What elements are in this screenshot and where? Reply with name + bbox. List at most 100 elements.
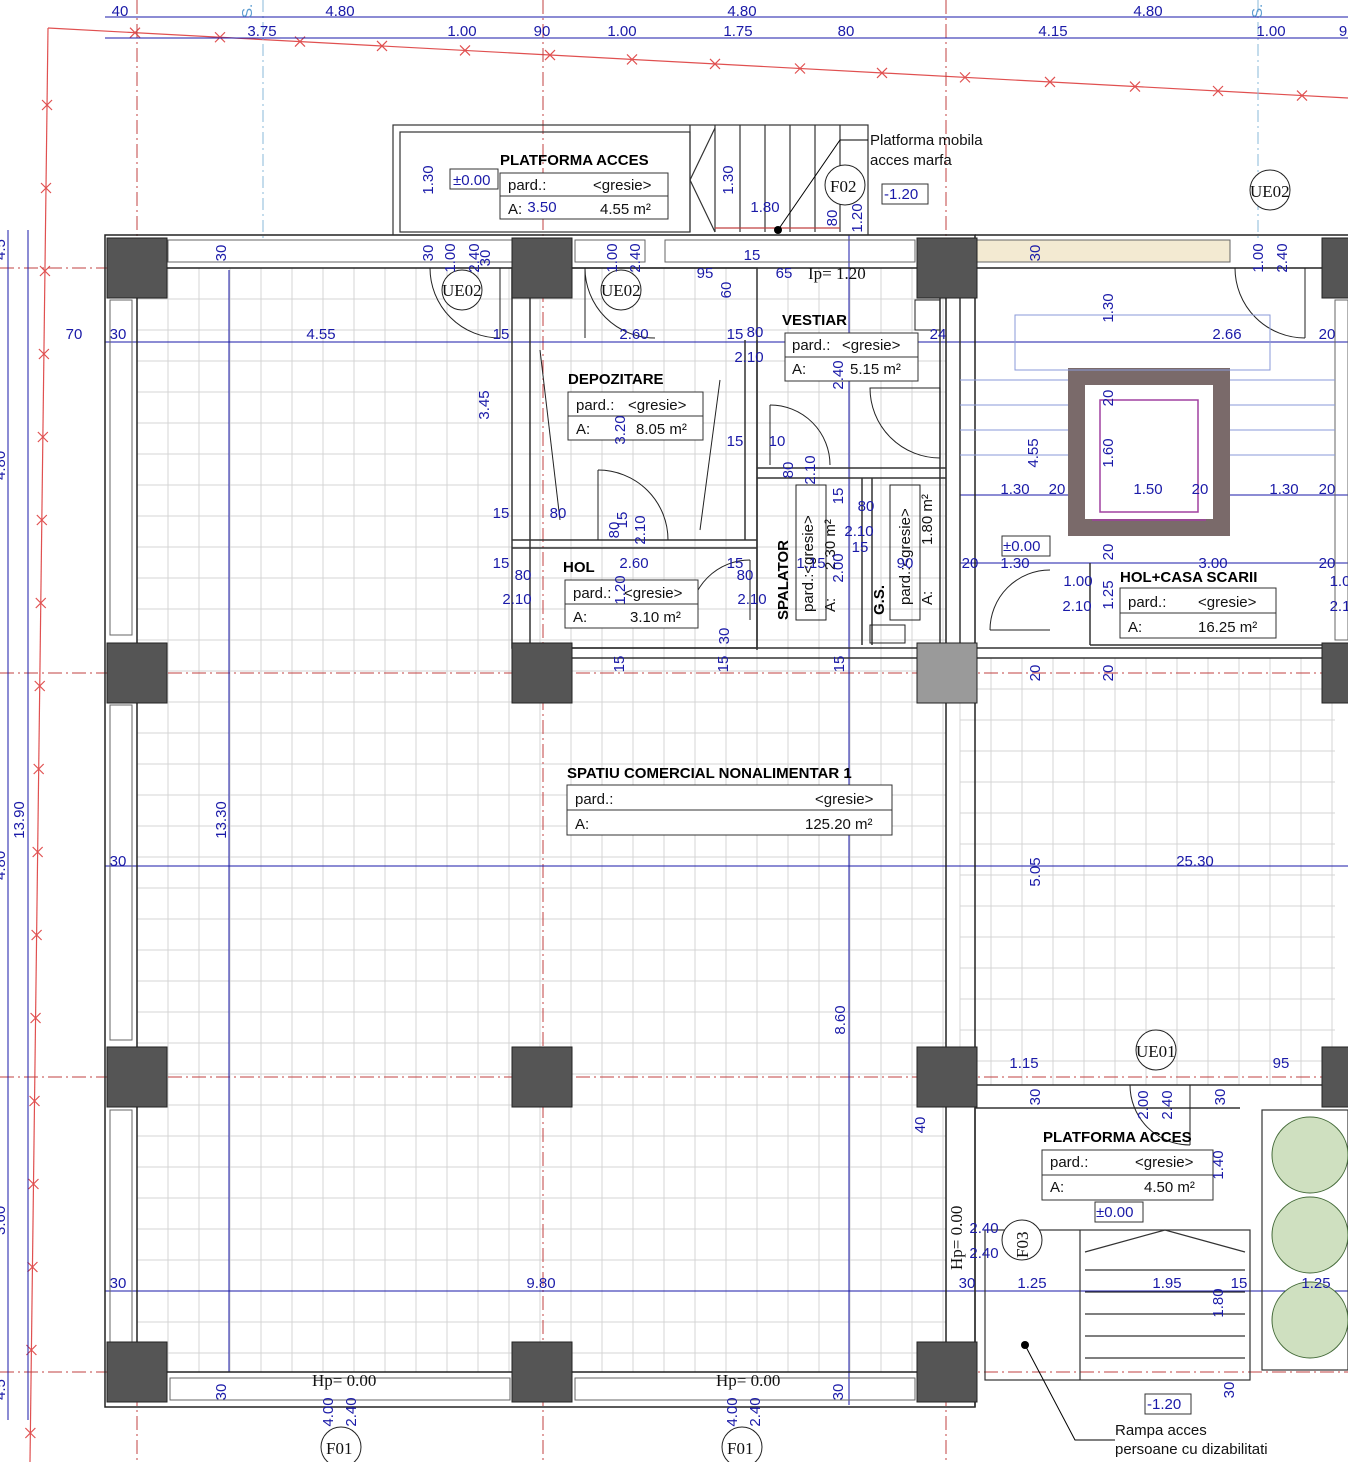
side-dimension: 4.80 <box>0 451 9 480</box>
dimension-label: 70 <box>66 326 83 343</box>
dimension-label: 20 <box>1100 390 1117 407</box>
column <box>106 1341 168 1403</box>
dimension-label: 1.00 <box>1256 23 1285 40</box>
column <box>916 237 978 299</box>
room-title-depozitare: DEPOZITARE <box>568 371 664 388</box>
column <box>106 237 168 299</box>
dimension-label: 9 <box>1339 23 1347 40</box>
dimension-label: 80 <box>838 23 855 40</box>
dimension-label: 2.40 <box>627 243 644 272</box>
dimension-label: 30 <box>1027 245 1044 262</box>
dimension-label: 1.75 <box>723 23 752 40</box>
level-mark: ±0.00 <box>1003 538 1040 555</box>
floor-label: pard.:<gresie> <box>897 508 914 605</box>
dimension-label: 30 <box>213 245 230 262</box>
area-label: A: <box>1050 1179 1064 1196</box>
dimension-label: 90 <box>534 23 551 40</box>
dimension-label: 1.30 <box>1269 481 1298 498</box>
dimension-label: 1.25 <box>1301 1275 1330 1292</box>
dimension-label: 1.80 <box>1210 1288 1227 1317</box>
dimension-label: 2.40 <box>466 243 483 272</box>
dimension-label: 15 <box>830 488 847 505</box>
dimension-label: 8.60 <box>832 1005 849 1034</box>
area-value: 8.05 m² <box>636 421 687 438</box>
dimension-label: 1.30 <box>420 165 437 194</box>
floor-value: <gresie> <box>842 337 901 354</box>
dimension-label: 2.00 <box>830 553 847 582</box>
area-label: A: <box>822 598 839 612</box>
dimension-label: 80 <box>858 498 875 515</box>
dimension-label: 4.00 <box>724 1397 741 1426</box>
tag-ue02: UE02 <box>442 281 482 300</box>
room-title-platforma-acces-bottom: PLATFORMA ACCES <box>1043 1129 1192 1146</box>
dimension-label: 30 <box>110 853 127 870</box>
dimension-label: 80 <box>550 505 567 522</box>
area-value: 16.25 m² <box>1198 619 1257 636</box>
room-title-hol-casa-scarii: HOL+CASA SCARII <box>1120 569 1257 586</box>
room-title-spalator: SPALATOR <box>775 540 792 620</box>
dimension-label: 4.80 <box>1133 3 1162 20</box>
dimension-label: 30 <box>110 1275 127 1292</box>
dimension-label: 1.80 <box>750 199 779 216</box>
boundary-markers <box>24 27 1308 1439</box>
dimension-label: 30 <box>213 1384 230 1401</box>
column <box>511 1341 573 1403</box>
dimension-label: 2.66 <box>1212 326 1241 343</box>
dimension-label: 20 <box>1049 481 1066 498</box>
dimension-label: 2.10 <box>737 591 766 608</box>
dimension-label: 80 <box>824 210 841 227</box>
grid-marker: S. <box>1249 4 1266 18</box>
level-mark: -1.20 <box>1147 1396 1181 1413</box>
dimension-label: 1.40 <box>1210 1150 1227 1179</box>
dimension-label: 95 <box>697 265 714 282</box>
tag-ue02: UE02 <box>601 281 641 300</box>
dimension-label: 2.10 <box>502 591 531 608</box>
dimension-label: 3.45 <box>476 390 493 419</box>
floor-label: pard.: <box>575 791 613 808</box>
area-label: A: <box>575 816 589 833</box>
dimension-label: 2.40 <box>830 360 847 389</box>
dimension-label: 1.30 <box>720 165 737 194</box>
dimension-label: 20 <box>962 555 979 572</box>
grid-marker: S. <box>239 4 256 18</box>
property-boundary <box>29 27 1348 1462</box>
dimension-label: 15 <box>611 656 628 673</box>
dimension-label: 20 <box>1100 544 1117 561</box>
note-rampa-line1: Rampa acces <box>1115 1422 1207 1439</box>
area-label: A: <box>919 591 936 605</box>
dimension-label: 30 <box>110 326 127 343</box>
column <box>511 237 573 299</box>
column <box>916 1046 978 1108</box>
dimension-label: 1.20 <box>849 203 866 232</box>
dimension-label: 24 <box>930 326 947 343</box>
tag-hp: Hp= 0.00 <box>716 1371 780 1390</box>
column <box>1321 642 1348 704</box>
floor-value: <gresie> <box>1198 594 1257 611</box>
dimension-label: 80 <box>515 567 532 584</box>
tag-ip: Ip= 1.20 <box>808 264 866 283</box>
floor-label: pard.:<gresie> <box>800 515 817 612</box>
window-strips <box>109 239 1348 1401</box>
floor-label: pard.: <box>1050 1154 1088 1171</box>
floor-value: <gresie> <box>628 397 687 414</box>
dimension-label: 2.1 <box>1330 598 1348 615</box>
dimension-label: 20 <box>1319 326 1336 343</box>
sanitary-fixtures <box>795 299 941 644</box>
column <box>511 1046 573 1108</box>
dimension-label: 4.55 <box>306 326 335 343</box>
dimension-label: 1.50 <box>1133 481 1162 498</box>
side-dimension: 4.80 <box>0 851 9 880</box>
note-platforma-mobila-line1: Platforma mobila <box>870 132 983 149</box>
dimension-label: 15 <box>493 555 510 572</box>
dimension-label: 2.40 <box>1274 243 1291 272</box>
dimension-label: 3.20 <box>612 415 629 444</box>
dimension-label: 1.30 <box>1000 555 1029 572</box>
level-mark: -1.20 <box>884 186 918 203</box>
column <box>1321 237 1348 299</box>
column <box>106 1046 168 1108</box>
dimension-label: 1.25 <box>1100 580 1117 609</box>
dimension-label: 15 <box>715 656 732 673</box>
dimension-label: 40 <box>112 3 129 20</box>
